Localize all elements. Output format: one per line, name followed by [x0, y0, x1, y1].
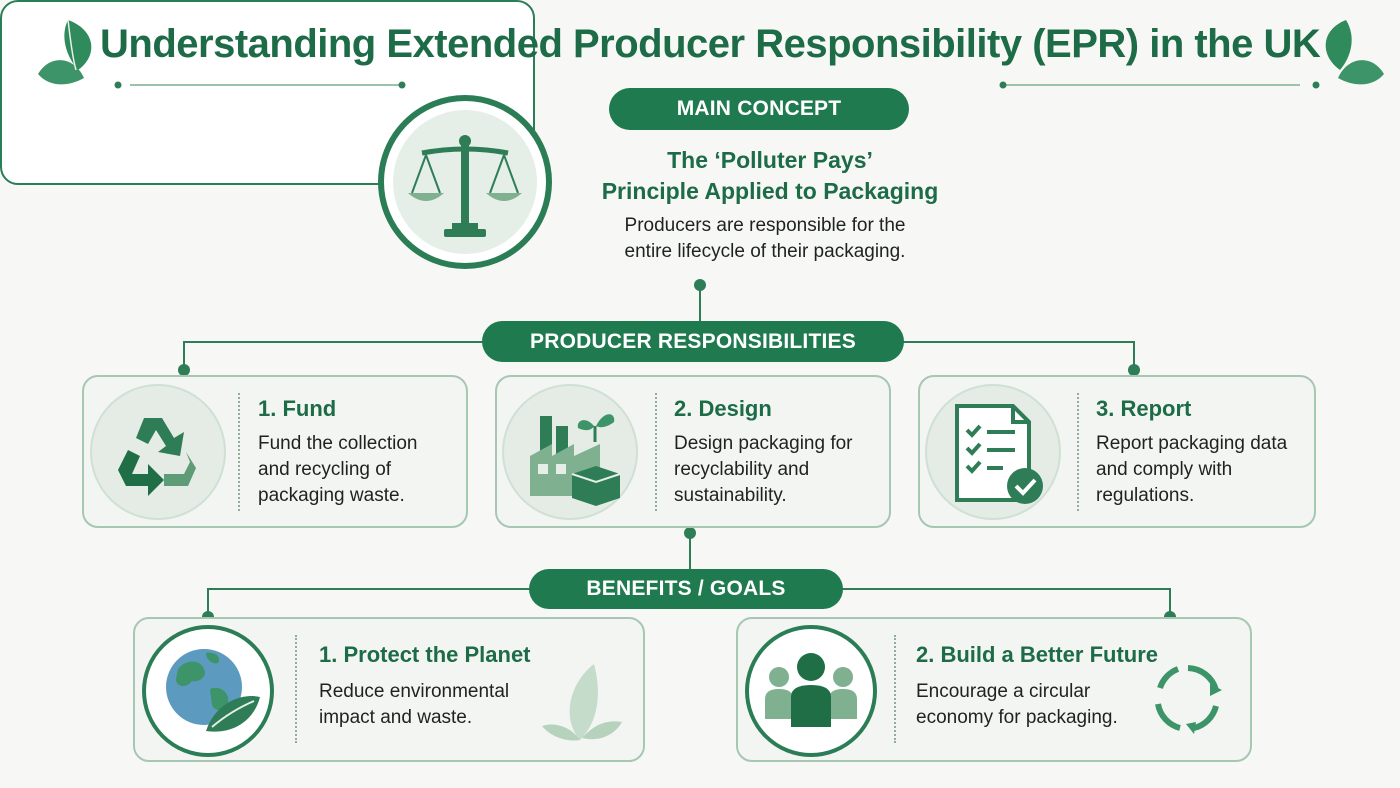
- better-future-line: economy for packaging.: [916, 707, 1118, 728]
- responsibilities-pill: PRODUCER RESPONSIBILITIES: [482, 321, 904, 362]
- protect-planet-line: Reduce environmental: [319, 681, 510, 702]
- better-future-line: Encourage a circular: [916, 681, 1091, 702]
- main-concept-description-line2: entire lifecycle of their packaging.: [624, 241, 906, 262]
- report-line: Report packaging data: [1096, 433, 1288, 454]
- fund-divider: [238, 393, 240, 511]
- better-future-title: 2. Build a Better Future: [916, 642, 1159, 667]
- page-title: Understanding Extended Producer Responsi…: [100, 22, 1321, 66]
- report-divider: [1077, 393, 1079, 511]
- protect-planet-line: impact and waste.: [319, 707, 473, 728]
- checklist-document-icon: [925, 384, 1061, 520]
- main-concept-heading-line2: Principle Applied to Packaging: [601, 178, 939, 204]
- fund-line: Fund the collection: [258, 433, 418, 454]
- design-line: recyclability and: [674, 459, 810, 480]
- report-title: 3. Report: [1096, 396, 1192, 421]
- design-title: 2. Design: [674, 396, 772, 421]
- people-group-icon: [745, 625, 877, 757]
- fund-description: Fund the collection and recycling of pac…: [258, 431, 418, 509]
- protect-planet-description: Reduce environmental impact and waste.: [319, 679, 509, 731]
- left-leaves-icon: [38, 19, 92, 85]
- main-concept-description: Producers are responsible for the entire…: [540, 213, 990, 265]
- globe-leaf-icon: [142, 625, 274, 757]
- better-future-description: Encourage a circular economy for packagi…: [916, 679, 1118, 731]
- fund-line: and recycling of: [258, 459, 392, 480]
- design-line: Design packaging for: [674, 433, 853, 454]
- main-concept-heading-line1: The ‘Polluter Pays’: [667, 147, 873, 173]
- recycle-icon: [90, 384, 226, 520]
- main-concept-description-line1: Producers are responsible for the: [624, 215, 906, 236]
- design-line: sustainability.: [674, 485, 787, 506]
- report-line: and comply with: [1096, 459, 1233, 480]
- circular-arrows-icon: [1155, 665, 1222, 734]
- better-future-divider: [894, 635, 896, 743]
- main-concept-pill: MAIN CONCEPT: [609, 88, 909, 130]
- protect-planet-divider: [295, 635, 297, 743]
- leaves-decoration-icon: [542, 664, 622, 741]
- benefits-pill: BENEFITS / GOALS: [529, 569, 843, 609]
- scales-of-justice-icon: [378, 95, 552, 269]
- fund-line: packaging waste.: [258, 485, 405, 506]
- right-leaves-icon: [1325, 20, 1384, 85]
- report-line: regulations.: [1096, 485, 1195, 506]
- report-description: Report packaging data and comply with re…: [1096, 431, 1287, 509]
- factory-icon: [502, 384, 638, 520]
- design-description: Design packaging for recyclability and s…: [674, 431, 853, 509]
- protect-planet-title: 1. Protect the Planet: [319, 642, 531, 667]
- design-divider: [655, 393, 657, 511]
- fund-title: 1. Fund: [258, 396, 337, 421]
- main-concept-heading: The ‘Polluter Pays’ Principle Applied to…: [520, 145, 1020, 207]
